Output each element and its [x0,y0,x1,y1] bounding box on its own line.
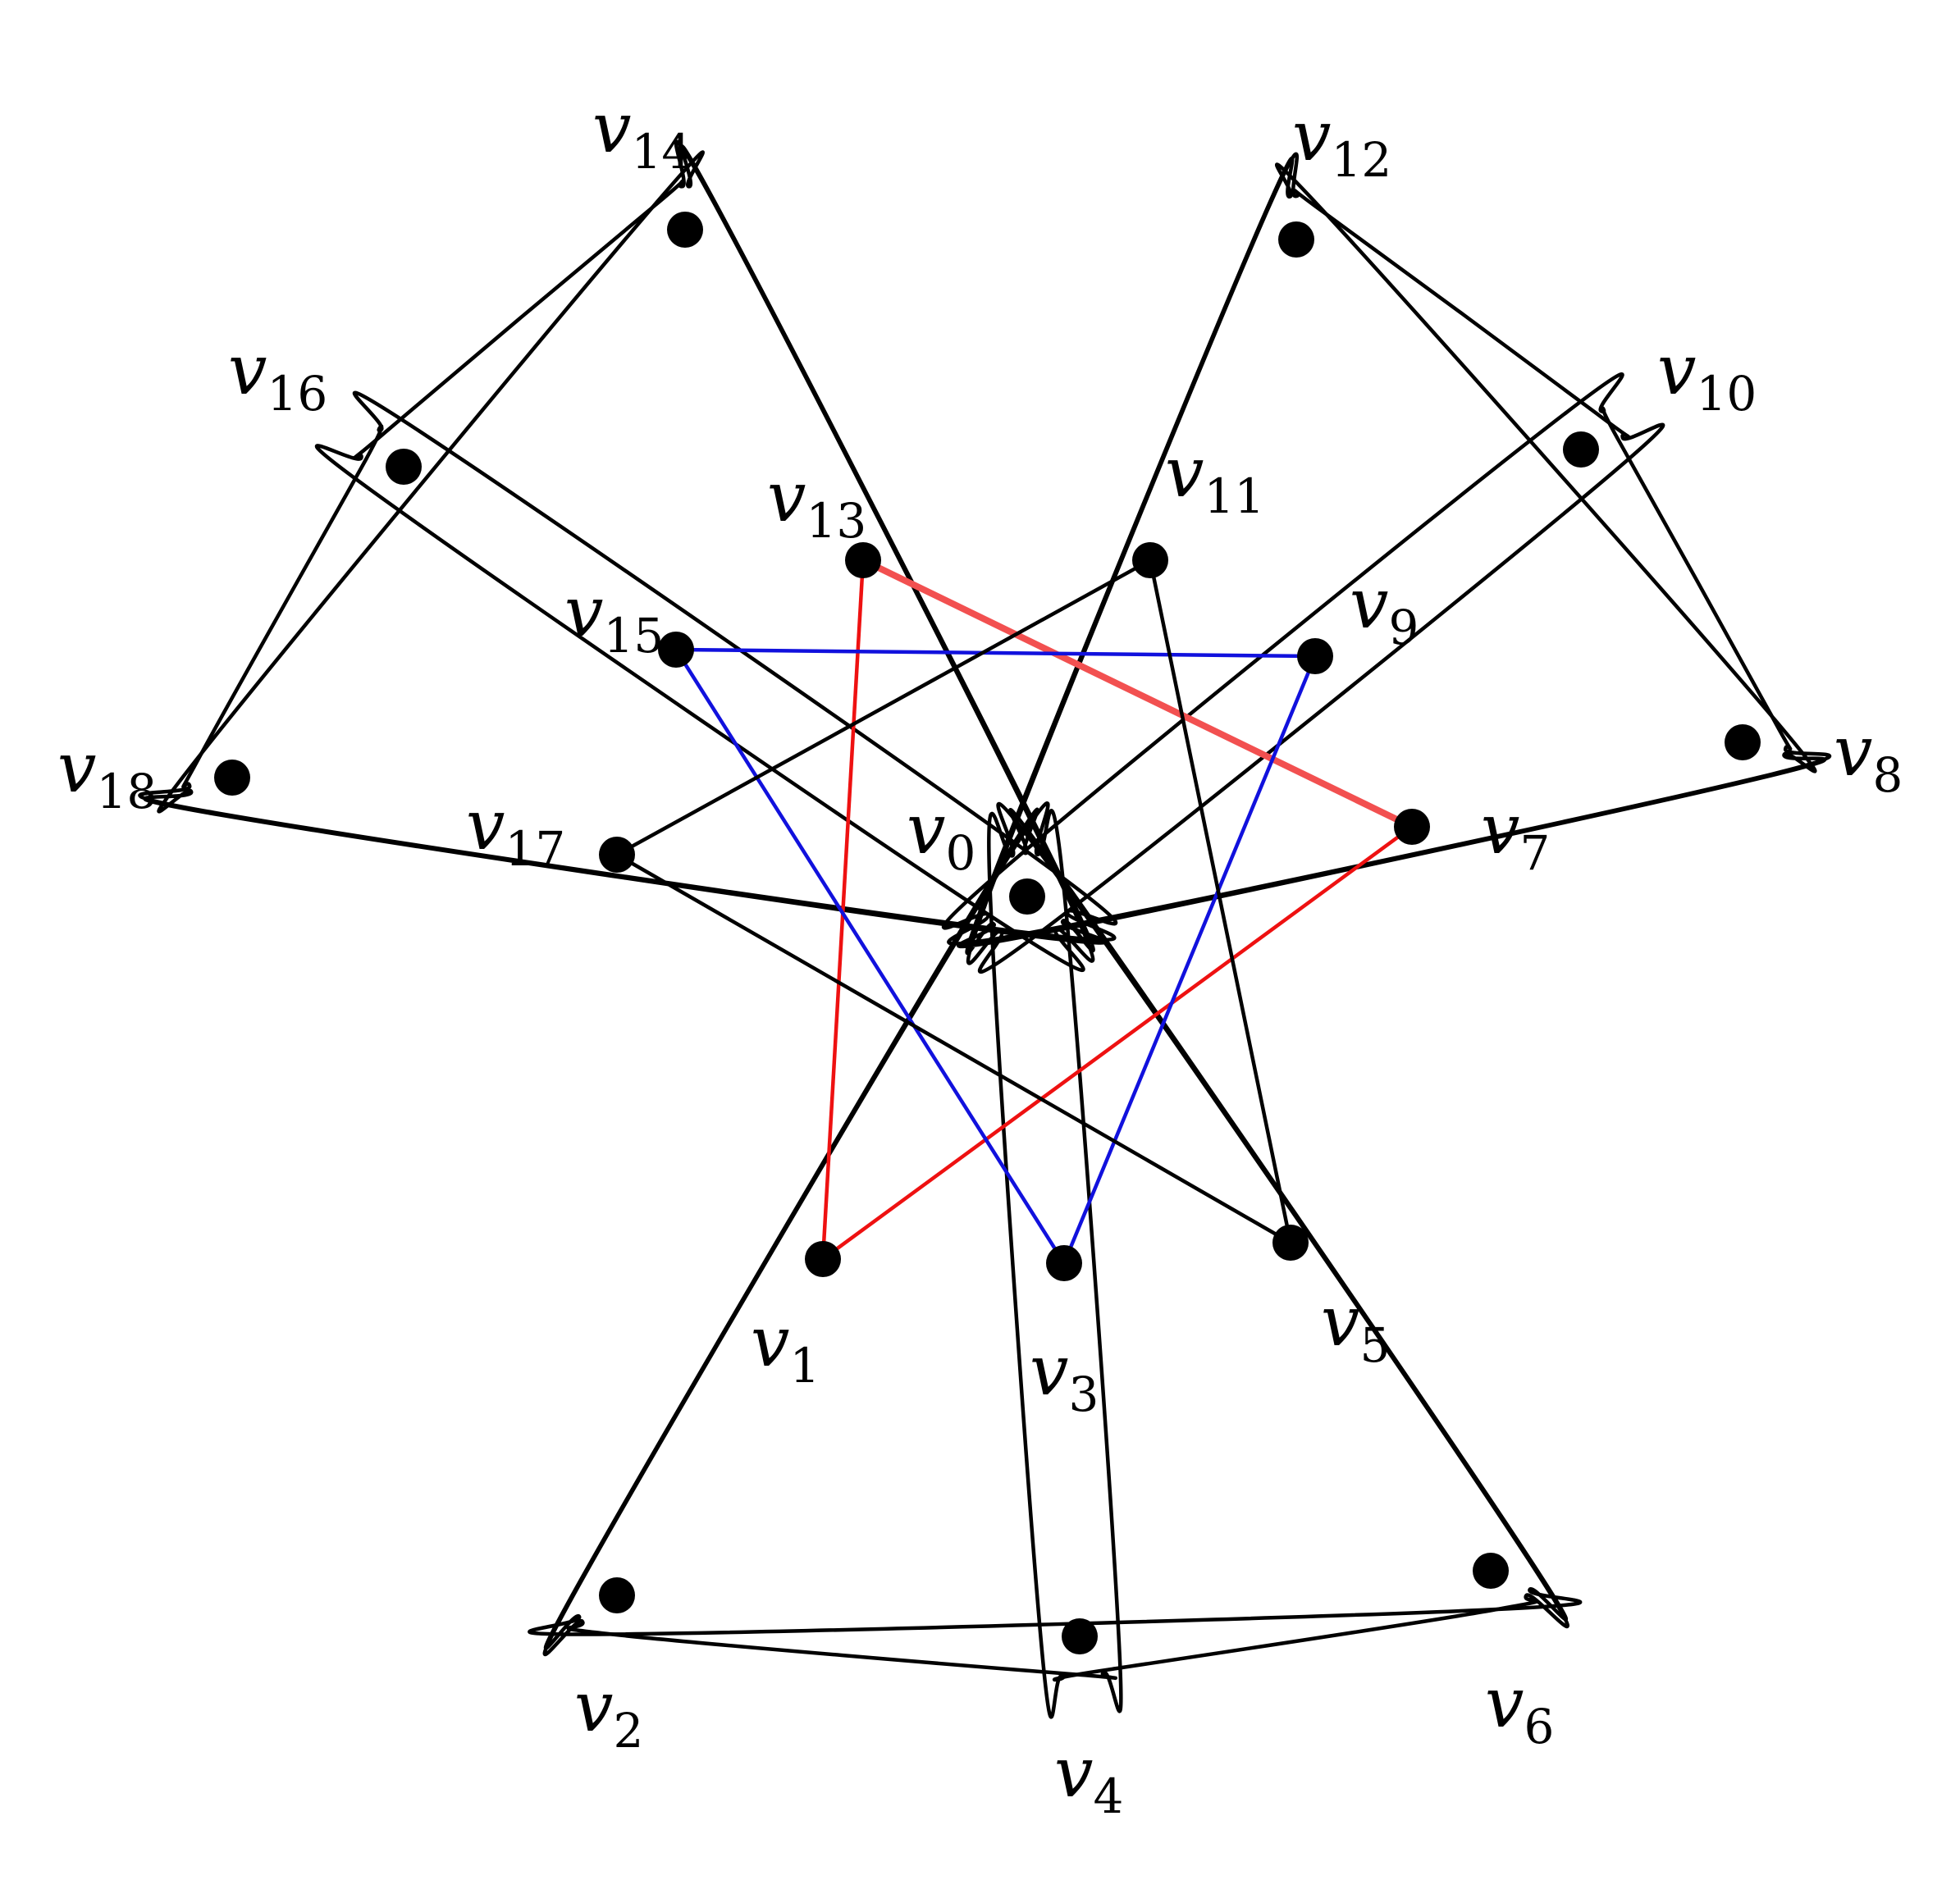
hyperedge-v0-v18-v16 [138,390,1118,942]
label-layer: v0 v1 v2 v3 v4 v5 v6 v7 v8 v9 v10 v11 v12 v13 v14 v15 v1… [57,88,1903,1824]
vertex-v15 [658,632,694,668]
vertex-label-v1: v1 [751,1302,820,1394]
vertex-v3 [1046,1245,1082,1281]
edge-v1-v7 [821,825,1414,1261]
vertex-label-v10: v10 [1657,330,1757,422]
vertex-label-v4: v4 [1054,1732,1123,1824]
vertex-v13 [845,542,881,578]
vertex-layer [214,212,1761,1654]
vertex-v11 [1132,542,1168,578]
vertex-v10 [1563,431,1599,468]
edge-v13-v1 [820,559,866,1260]
vertex-label-v3: v3 [1030,1330,1099,1422]
vertex-label-v17: v17 [466,785,565,877]
edge-v15-v3 [674,648,1066,1265]
vertex-v12 [1278,221,1314,258]
vertex-label-v6: v6 [1485,1663,1554,1754]
vertex-label-v16: v16 [228,330,327,422]
edge-v17-v5 [615,853,1292,1244]
edge-v13-v7 [861,557,1414,830]
edge-v15-v9 [675,647,1316,659]
vertex-v2 [599,1577,635,1613]
edge-layer [615,557,1414,1265]
edge-v11-v5 [1148,559,1293,1243]
vertex-v5 [1272,1225,1309,1261]
vertex-label-v13: v13 [767,457,866,549]
vertex-label-v0: v0 [907,789,975,881]
vertex-v6 [1473,1553,1509,1589]
vertex-label-v14: v14 [592,88,692,180]
vertex-label-v9: v9 [1350,564,1419,655]
vertex-v17 [599,837,635,873]
vertex-v4 [1062,1618,1098,1654]
hyperedge-v0-v4-v2 [542,801,1123,1713]
vertex-v0 [1009,878,1045,915]
vertex-label-v15: v15 [564,572,664,664]
edge-v3-v9 [1062,655,1318,1264]
vertex-v18 [214,760,250,796]
vertex-label-v8: v8 [1834,711,1903,803]
vertex-v9 [1297,638,1333,674]
vertex-v8 [1725,724,1761,760]
vertex-v7 [1394,809,1430,845]
vertex-label-v2: v2 [574,1667,643,1759]
hyperedge-v0-v12-v10 [966,152,1665,974]
vertex-label-v12: v12 [1292,96,1391,188]
vertex-v16 [386,449,422,485]
vertex-label-v7: v7 [1481,789,1550,881]
vertex-label-v5: v5 [1321,1281,1390,1373]
vertex-v14 [667,212,703,248]
vertex-label-v18: v18 [57,728,157,819]
hyperedge-v0-v8-v12 [957,156,1827,956]
edge-v17-v11 [615,559,1152,856]
vertex-label-v11: v11 [1165,432,1264,524]
vertex-v1 [805,1241,841,1277]
hyperedge-v0-v6-v4 [987,801,1569,1719]
hyperedge-layer [138,139,1832,1719]
